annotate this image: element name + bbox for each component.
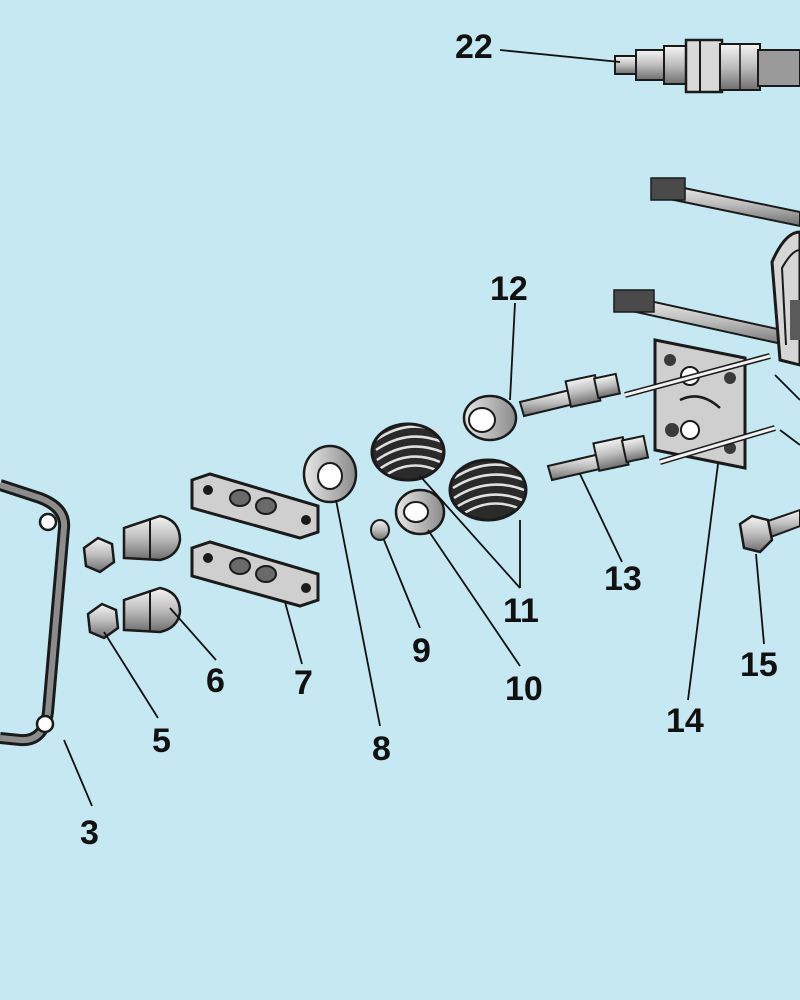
callout-22: 22 bbox=[455, 28, 493, 66]
hex-nut-upper bbox=[82, 536, 116, 574]
head-gasket-part bbox=[0, 479, 71, 747]
rocker-arm-upper bbox=[190, 472, 320, 540]
valve-spring-upper bbox=[370, 422, 446, 482]
valve-spring-lower bbox=[448, 458, 528, 522]
callout-11: 11 bbox=[503, 592, 539, 630]
callout-9: 9 bbox=[412, 632, 431, 670]
callout-14: 14 bbox=[666, 702, 704, 740]
flange-bolt-part bbox=[738, 508, 800, 554]
adjusting-stud-upper bbox=[518, 372, 622, 418]
callout-13: 13 bbox=[604, 560, 642, 598]
guide-plate-part bbox=[624, 338, 776, 470]
spark-plug-part bbox=[614, 38, 800, 94]
leader-lines bbox=[63, 49, 800, 807]
adjusting-stud-lower bbox=[546, 434, 650, 482]
spring-retainer-part bbox=[394, 488, 446, 536]
guide-washer-part bbox=[302, 444, 358, 504]
callout-8: 8 bbox=[372, 730, 391, 768]
pivot-ball-lower bbox=[122, 586, 182, 634]
pivot-ball-upper bbox=[122, 514, 182, 562]
callout-12: 12 bbox=[490, 270, 528, 308]
valve-cap-part bbox=[370, 519, 390, 541]
callout-10: 10 bbox=[505, 670, 543, 708]
callout-6: 6 bbox=[206, 662, 225, 700]
hex-nut-lower bbox=[86, 602, 120, 640]
cylinder-stud-upper bbox=[650, 177, 800, 228]
callout-3: 3 bbox=[80, 814, 99, 852]
callout-5: 5 bbox=[152, 722, 171, 760]
callout-7: 7 bbox=[294, 664, 313, 702]
guide-nut-part bbox=[462, 394, 518, 442]
cylinder-stud-lower bbox=[613, 289, 800, 350]
callout-15: 15 bbox=[740, 646, 778, 684]
rocker-arm-lower bbox=[190, 540, 320, 608]
